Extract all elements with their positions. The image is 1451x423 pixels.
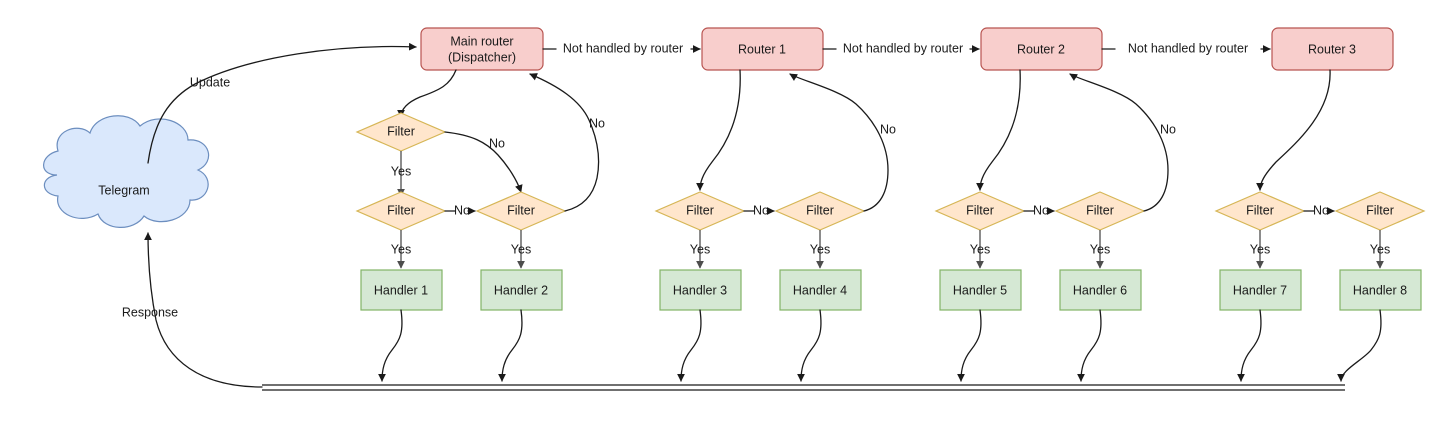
edge-handler2-to-bus bbox=[498, 309, 523, 382]
filter-4-label: Filter bbox=[806, 203, 834, 217]
handler-5-label: Handler 5 bbox=[953, 283, 1007, 297]
edge-filter6-no-router2 bbox=[1069, 73, 1169, 212]
filter-5-label: Filter bbox=[966, 203, 994, 217]
no-label-2: No bbox=[589, 116, 605, 130]
chain-label-2: Not handled by router bbox=[843, 41, 963, 55]
handler-6-box bbox=[1059, 269, 1142, 311]
telegram-label: Telegram bbox=[98, 183, 149, 197]
node-handler-3[interactable]: Handler 3 bbox=[659, 269, 742, 311]
node-filter-5[interactable]: Filter bbox=[934, 191, 1026, 231]
edge-mainrouter-to-filter-a bbox=[397, 69, 457, 118]
no-label-6: No bbox=[1160, 122, 1176, 136]
handler-4-label: Handler 4 bbox=[793, 283, 847, 297]
edge-handler7-to-bus bbox=[1237, 309, 1262, 382]
edge-response bbox=[144, 232, 263, 388]
handler-2-label: Handler 2 bbox=[494, 283, 548, 297]
filter-7-label: Filter bbox=[1246, 203, 1274, 217]
filter-2-label: Filter bbox=[507, 203, 535, 217]
edge-filter4-no-router1 bbox=[789, 73, 889, 212]
node-handler-5[interactable]: Handler 5 bbox=[939, 269, 1022, 311]
update-label: Update bbox=[190, 75, 230, 89]
handler-4-box bbox=[779, 269, 862, 311]
chain-label-1: Not handled by router bbox=[563, 41, 683, 55]
no-label-5: No bbox=[1033, 203, 1049, 217]
handler-3-label: Handler 3 bbox=[673, 283, 727, 297]
edge-handler4-to-bus bbox=[797, 309, 822, 382]
no-label-3: No bbox=[753, 203, 769, 217]
no-label-a: No bbox=[489, 136, 505, 150]
no-label-1: No bbox=[454, 203, 470, 217]
node-router-2[interactable]: Router 2 bbox=[980, 27, 1103, 71]
main-router-label-line2: (Dispatcher) bbox=[448, 50, 516, 64]
edge-handler1-to-bus bbox=[378, 309, 403, 382]
handler-7-box bbox=[1219, 269, 1302, 311]
edge-handler8-to-bus bbox=[1337, 309, 1382, 382]
node-filter-2[interactable]: Filter bbox=[475, 191, 567, 231]
node-handler-8[interactable]: Handler 8 bbox=[1339, 269, 1422, 311]
node-handler-6[interactable]: Handler 6 bbox=[1059, 269, 1142, 311]
node-handler-7[interactable]: Handler 7 bbox=[1219, 269, 1302, 311]
handler-3-box bbox=[659, 269, 742, 311]
edge-update bbox=[147, 42, 417, 164]
filter-8-label: Filter bbox=[1366, 203, 1394, 217]
router-2-label: Router 2 bbox=[1017, 42, 1065, 56]
node-filter-4[interactable]: Filter bbox=[774, 191, 866, 231]
handler-8-label: Handler 8 bbox=[1353, 283, 1407, 297]
handler-7-label: Handler 7 bbox=[1233, 283, 1287, 297]
handler-1-box bbox=[360, 269, 443, 311]
edge-router3-to-filter7 bbox=[1256, 69, 1331, 191]
node-router-1[interactable]: Router 1 bbox=[701, 27, 824, 71]
node-main-router[interactable]: Main router (Dispatcher) bbox=[420, 27, 544, 71]
node-handler-2[interactable]: Handler 2 bbox=[480, 269, 563, 311]
no-label-4: No bbox=[880, 122, 896, 136]
yes-label-4: Yes bbox=[810, 242, 830, 256]
yes-label-a: Yes bbox=[391, 164, 411, 178]
yes-label-3: Yes bbox=[690, 242, 710, 256]
node-router-3[interactable]: Router 3 bbox=[1271, 27, 1394, 71]
edge-handler6-to-bus bbox=[1077, 309, 1102, 382]
node-filter-6[interactable]: Filter bbox=[1054, 191, 1146, 231]
filter-1-label: Filter bbox=[387, 203, 415, 217]
yes-label-5: Yes bbox=[970, 242, 990, 256]
node-handler-4[interactable]: Handler 4 bbox=[779, 269, 862, 311]
node-filter-7[interactable]: Filter bbox=[1214, 191, 1306, 231]
handler-8-box bbox=[1339, 269, 1422, 311]
yes-label-6: Yes bbox=[1090, 242, 1110, 256]
node-handler-1[interactable]: Handler 1 bbox=[360, 269, 443, 311]
filter-3-label: Filter bbox=[686, 203, 714, 217]
no-label-7: No bbox=[1313, 203, 1329, 217]
node-filter-a[interactable]: Filter bbox=[355, 112, 447, 152]
yes-label-8: Yes bbox=[1370, 242, 1390, 256]
chain-label-3: Not handled by router bbox=[1128, 41, 1248, 55]
handler-2-box bbox=[480, 269, 563, 311]
edge-filter2-no-mainrouter bbox=[529, 73, 600, 212]
node-filter-3[interactable]: Filter bbox=[654, 191, 746, 231]
yes-label-2: Yes bbox=[511, 242, 531, 256]
cloud-shape bbox=[43, 115, 210, 228]
edge-filter-a-no bbox=[444, 131, 523, 193]
node-filter-1[interactable]: Filter bbox=[355, 191, 447, 231]
edge-handler5-to-bus bbox=[957, 309, 982, 382]
router-1-label: Router 1 bbox=[738, 42, 786, 56]
yes-label-7: Yes bbox=[1250, 242, 1270, 256]
handler-6-label: Handler 6 bbox=[1073, 283, 1127, 297]
yes-label-1: Yes bbox=[391, 242, 411, 256]
handler-1-label: Handler 1 bbox=[374, 283, 428, 297]
telegram-cloud[interactable]: Telegram bbox=[43, 115, 210, 228]
filter-a-label: Filter bbox=[387, 124, 415, 138]
response-label: Response bbox=[122, 305, 178, 319]
main-router-label-line1: Main router bbox=[450, 34, 513, 48]
router-3-label: Router 3 bbox=[1308, 42, 1356, 56]
filter-6-label: Filter bbox=[1086, 203, 1114, 217]
edge-router2-to-filter5 bbox=[976, 69, 1021, 191]
node-filter-8[interactable]: Filter bbox=[1334, 191, 1426, 231]
edge-handler3-to-bus bbox=[677, 309, 702, 382]
edge-router1-to-filter3 bbox=[696, 69, 741, 191]
handler-5-box bbox=[939, 269, 1022, 311]
